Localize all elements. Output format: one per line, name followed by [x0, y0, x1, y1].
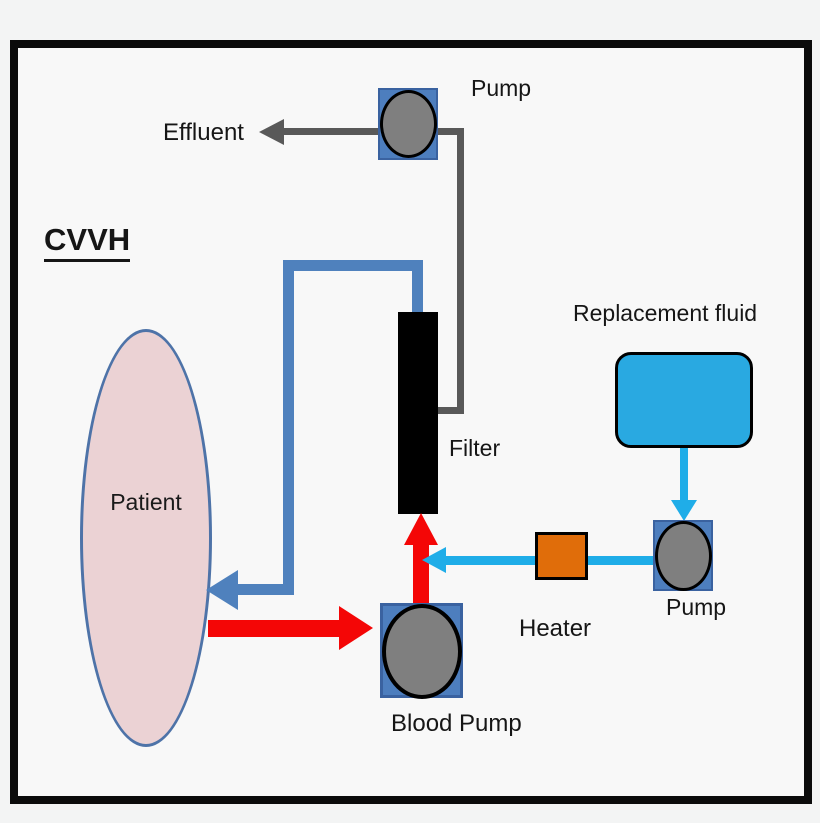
right-pump-label: Pump	[666, 594, 727, 620]
heater-label: Heater	[519, 615, 592, 642]
filter-label: Filter	[449, 435, 501, 461]
blood-line-arrowhead-up-icon	[404, 513, 438, 545]
return-line-segment-vertical-left	[283, 260, 294, 594]
replacement-pump-roller-icon	[655, 521, 712, 591]
replacement-line-arrowhead-left-icon	[422, 547, 446, 573]
replacement-line-arrowhead-down-icon	[671, 500, 697, 521]
diagram-title: CVVH	[44, 222, 131, 262]
return-line-segment-vertical-right	[412, 260, 423, 314]
effluent-arrowhead-icon	[259, 119, 284, 145]
return-line-segment-horizontal-top	[283, 260, 423, 271]
effluent-line-segment-vertical	[457, 128, 464, 414]
return-line-arrowhead-icon	[206, 570, 238, 610]
heater-box	[535, 532, 588, 580]
blood-pump-label: Blood Pump	[391, 710, 522, 737]
patient-label: Patient	[110, 489, 182, 515]
filter-box	[398, 312, 438, 514]
replacement-line-segment-vertical	[680, 448, 688, 502]
blood-pump-roller-icon	[382, 604, 462, 699]
effluent-line-segment-stub	[437, 407, 464, 414]
blood-line-segment-horizontal	[208, 620, 340, 637]
blood-line-arrowhead-right-icon	[339, 606, 373, 650]
return-line-segment-horizontal-bottom	[236, 584, 294, 595]
effluent-label: Effluent	[163, 119, 244, 146]
effluent-pump-roller-icon	[380, 90, 437, 158]
effluent-line-segment-horizontal	[280, 128, 464, 135]
patient-ellipse: Patient	[80, 329, 212, 747]
replacement-fluid-label: Replacement fluid	[573, 300, 758, 326]
replacement-fluid-box	[615, 352, 753, 448]
top-pump-label: Pump	[471, 75, 532, 101]
